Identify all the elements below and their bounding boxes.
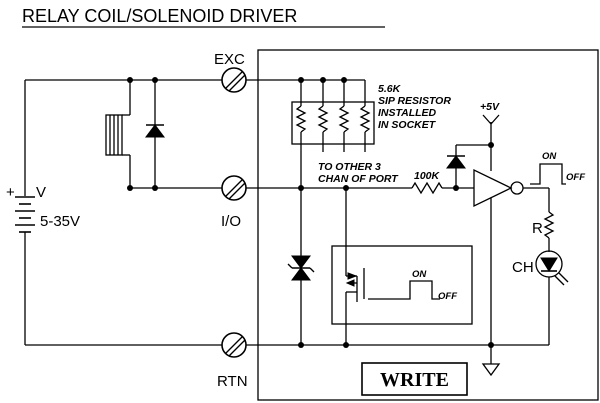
- resistor-note-line4: IN SOCKET: [378, 119, 437, 131]
- other-channels-line1: TO OTHER 3: [318, 161, 381, 173]
- signal-top-off-label: OFF: [566, 172, 585, 183]
- resistor-note-line3: INSTALLED: [378, 107, 437, 119]
- led-resistor-symbol: [543, 211, 555, 252]
- terminal-exc: [221, 67, 247, 93]
- terminal-exc-label: EXC: [214, 51, 245, 68]
- terminal-io-label: I/O: [221, 213, 241, 230]
- signal-waveform-inner: [368, 280, 440, 300]
- resistor-note-line1: 5.6K: [378, 83, 402, 95]
- mosfet-symbol: [345, 188, 365, 345]
- flyback-diode-symbol: [145, 80, 165, 188]
- junction-dot: [152, 185, 158, 191]
- junction-dot: [343, 342, 349, 348]
- signal-inner-off-label: OFF: [438, 291, 457, 302]
- status-led-symbol: [535, 250, 569, 345]
- junction-dot: [298, 342, 304, 348]
- other-channels-line2: CHAN OF PORT: [318, 173, 399, 185]
- terminal-io: [221, 175, 247, 201]
- signal-inner-on-label: ON: [412, 269, 427, 280]
- module-boundary: [257, 49, 599, 401]
- supply-v-label: V: [36, 184, 46, 201]
- signal-waveform-top: [530, 163, 566, 185]
- resistor-note-line2: SIP RESISTOR: [378, 95, 451, 107]
- diagram-title: RELAY COIL/SOLENOID DRIVER: [22, 6, 297, 26]
- vcc-rail-label: +5V: [480, 101, 500, 113]
- signal-top-on-label: ON: [542, 151, 557, 162]
- junction-dot: [127, 77, 133, 83]
- terminal-rtn: [221, 332, 247, 358]
- inverter-buffer-symbol: [473, 168, 524, 345]
- series-resistor-label: 100K: [414, 170, 441, 182]
- tvs-diode-symbol: [287, 188, 315, 345]
- series-resistor-100k: [411, 181, 474, 195]
- led-resistor-label: R: [532, 220, 543, 237]
- ground-symbol: [481, 345, 501, 377]
- write-box: [361, 362, 468, 396]
- sip-resistor-network: [291, 80, 375, 188]
- junction-dot: [127, 185, 133, 191]
- clamp-diode-symbol: [446, 144, 491, 188]
- relay-coil-symbol: [105, 80, 131, 188]
- supply-range-label: 5-35V: [40, 213, 80, 230]
- write-box-label: WRITE: [380, 369, 449, 391]
- junction-dot: [152, 77, 158, 83]
- led-label: CH: [512, 259, 534, 276]
- battery-symbol: [15, 80, 35, 345]
- terminal-rtn-label: RTN: [217, 373, 248, 390]
- supply-plus-label: +: [6, 184, 15, 201]
- mosfet-driver-box: [331, 245, 473, 325]
- vcc-rail-symbol: [482, 114, 500, 171]
